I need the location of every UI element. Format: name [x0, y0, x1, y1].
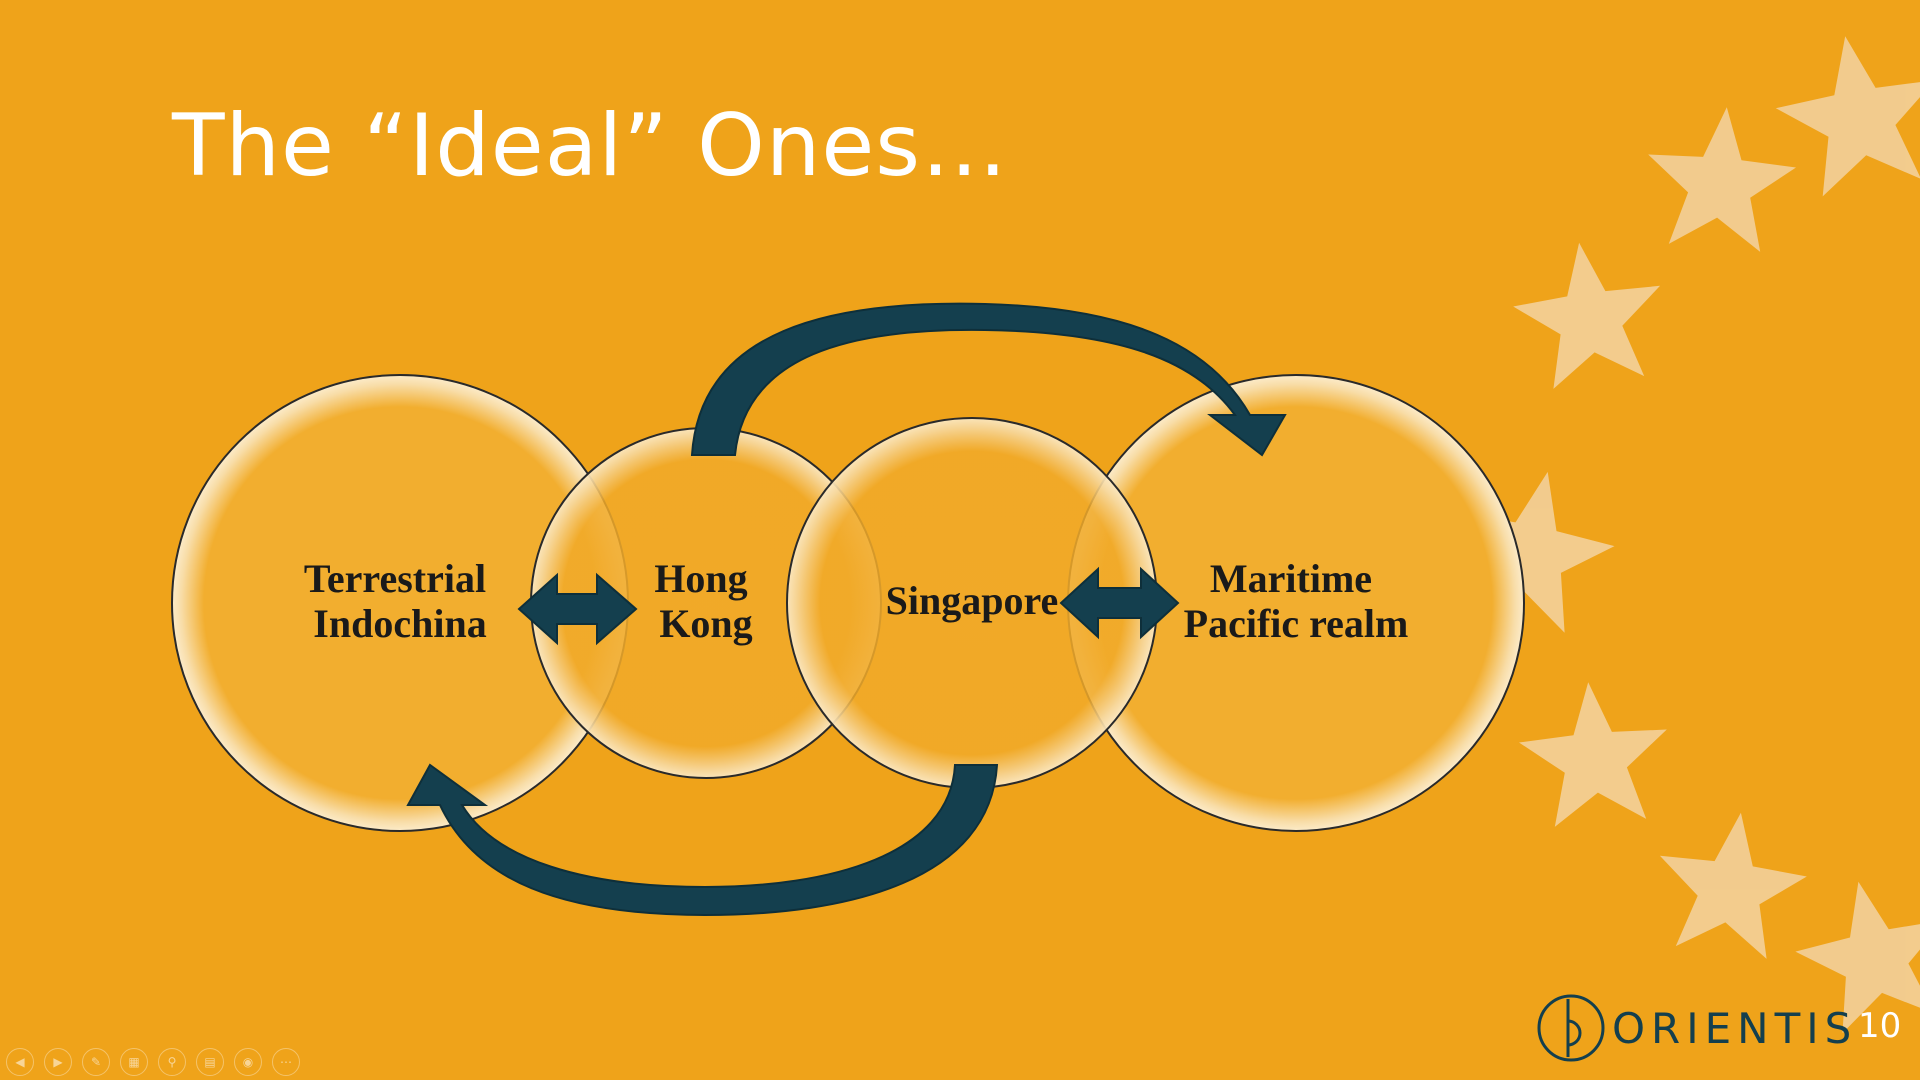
curved-arrow-hongkong-to-maritime: [690, 302, 1287, 457]
star-icon: [1519, 682, 1667, 827]
label-singapore: Singapore: [886, 578, 1059, 623]
slides-icon[interactable]: ▦: [120, 1048, 148, 1076]
circle-labels: Terrestrial Indochina Hong Kong Singapor…: [304, 556, 1408, 646]
star-icon: [1775, 36, 1920, 197]
star-icon: [1795, 881, 1920, 1034]
prev-icon[interactable]: ◀: [6, 1048, 34, 1076]
curved-arrows: [406, 302, 1287, 917]
zoom-icon[interactable]: ⚲: [158, 1048, 186, 1076]
orientis-logo: ORIENTIS: [1536, 993, 1857, 1063]
more-icon[interactable]: ⋯: [272, 1048, 300, 1076]
double-arrow-singapore-maritime: [1059, 566, 1180, 640]
next-icon[interactable]: ▶: [44, 1048, 72, 1076]
camera-icon[interactable]: ◉: [234, 1048, 262, 1076]
double-arrows: [517, 566, 1180, 646]
presentation-controls: ◀ ▶ ✎ ▦ ⚲ ▤ ◉ ⋯: [6, 1048, 300, 1076]
curved-arrow-singapore-to-terrestrial: [406, 763, 999, 917]
logo-text: ORIENTIS: [1612, 1003, 1858, 1053]
star-icon: [1659, 812, 1807, 959]
label-hong-kong: Hong Kong: [654, 556, 757, 646]
label-terrestrial-indochina: Terrestrial Indochina: [304, 556, 496, 646]
page-number: 10: [1858, 1006, 1902, 1046]
star-icon: [1648, 107, 1796, 252]
slide-title: The “Ideal” Ones…: [172, 96, 1009, 196]
pen-icon[interactable]: ✎: [82, 1048, 110, 1076]
orientis-logo-icon: [1537, 994, 1605, 1062]
subtitles-icon[interactable]: ▤: [196, 1048, 224, 1076]
label-maritime-pacific: Maritime Pacific realm: [1184, 556, 1409, 646]
decorative-stars: [1456, 36, 1920, 1034]
star-icon: [1513, 242, 1661, 389]
double-arrow-terrestrial-hongkong: [517, 572, 638, 646]
